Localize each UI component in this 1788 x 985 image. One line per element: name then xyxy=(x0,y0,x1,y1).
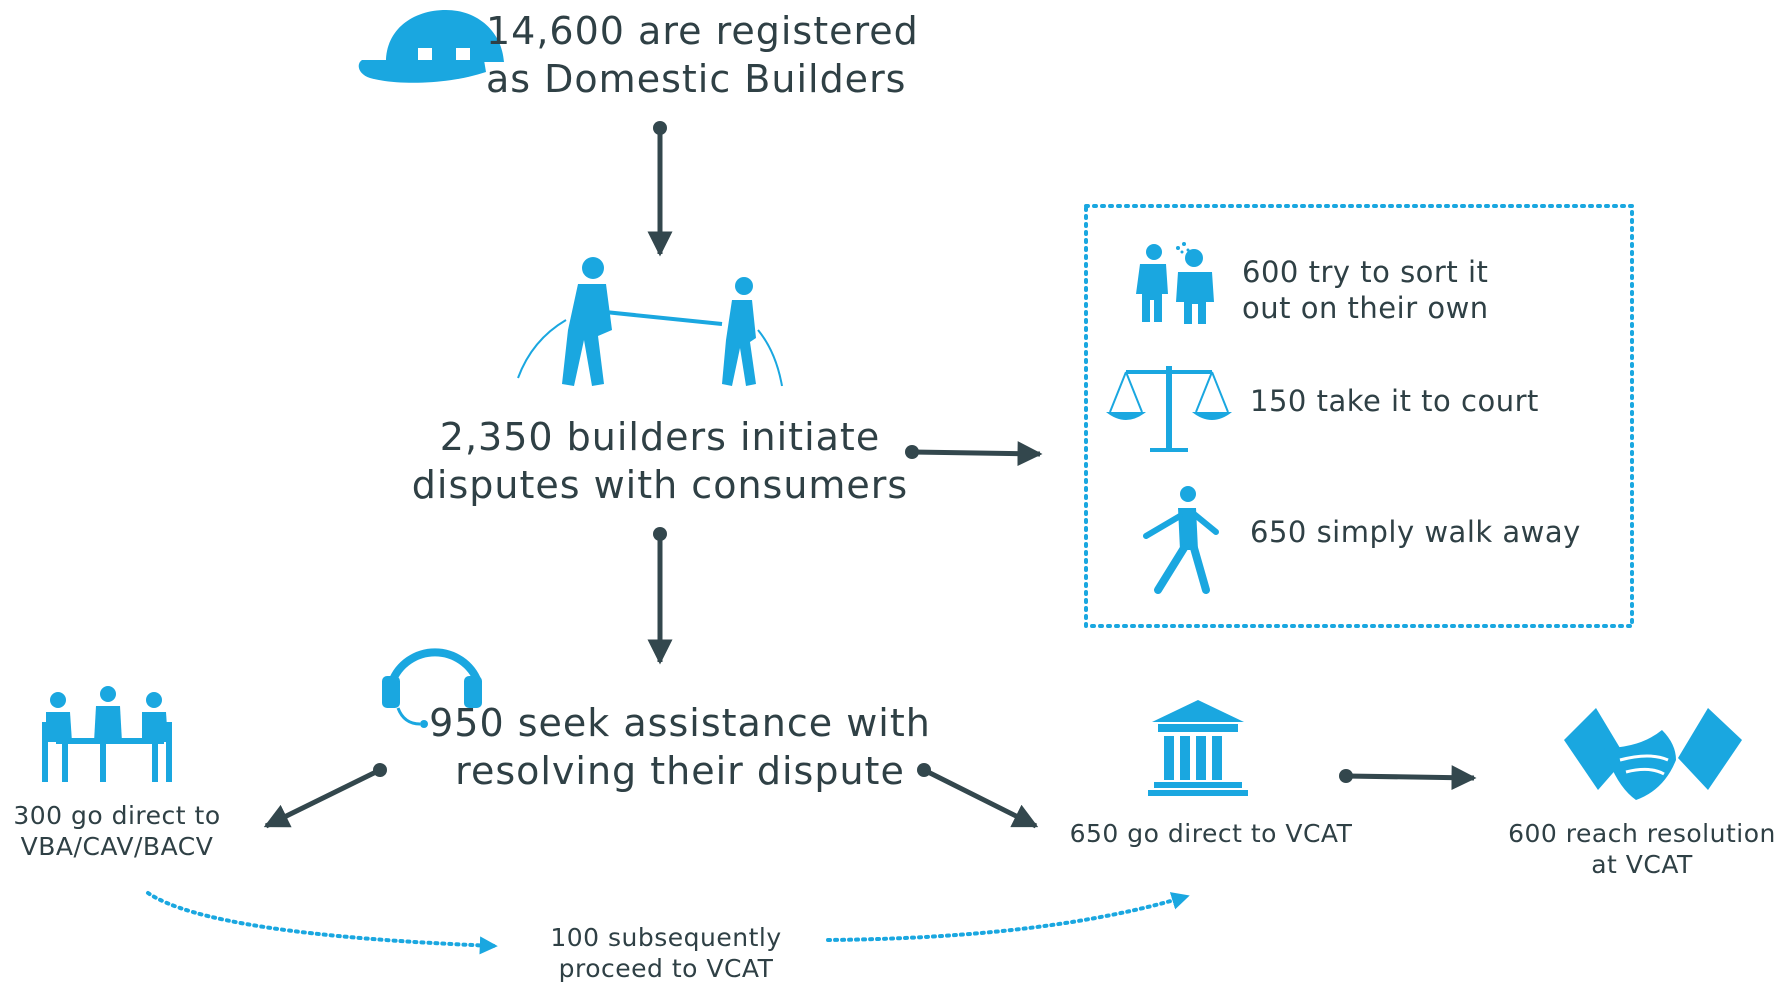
scales-of-justice-icon xyxy=(1106,366,1232,452)
resolution-line1: 600 reach resolution xyxy=(1508,819,1776,848)
arrow-vcat-to-resolution xyxy=(1339,765,1477,791)
arrow-disputes-to-outcomes xyxy=(905,441,1043,467)
agencies-label: 300 go direct to VBA/CAV/BACV xyxy=(0,800,234,863)
outcome-sort-it-out-line1: 600 try to sort it xyxy=(1242,255,1489,289)
subsequent-line2: proceed to VCAT xyxy=(558,954,774,984)
vcat-line1: 650 go direct to VCAT xyxy=(1069,819,1353,848)
two-people-talking-icon xyxy=(1136,242,1214,324)
outcomes-box xyxy=(1084,204,1634,628)
handshake-icon xyxy=(1564,708,1742,800)
outcome-court-label: 150 take it to court xyxy=(1250,383,1610,419)
outcome-walk-away-line1: 650 simply walk away xyxy=(1250,515,1581,549)
outcome-walk-away-label: 650 simply walk away xyxy=(1250,514,1610,550)
assistance-line1: 950 seek assistance with xyxy=(429,701,931,745)
dotted-arrow-agencies-to-subsequent xyxy=(146,891,498,955)
arrow-registered-to-disputes xyxy=(647,121,673,257)
hard-hat-icon xyxy=(358,10,504,83)
headset-icon xyxy=(382,648,482,728)
walking-person-icon xyxy=(1143,486,1219,594)
outcome-sort-it-out-label: 600 try to sort it out on their own xyxy=(1242,254,1602,327)
subsequent-line1: 100 subsequently xyxy=(550,923,782,952)
arrow-assistance-to-agencies xyxy=(263,763,387,829)
assistance-label: 950 seek assistance with resolving their… xyxy=(420,700,940,795)
dotted-arrow-subsequent-to-vcat xyxy=(826,892,1190,942)
resolution-line2: at VCAT xyxy=(1591,850,1693,880)
agencies-line2: VBA/CAV/BACV xyxy=(20,832,214,862)
outcome-sort-it-out-line2: out on their own xyxy=(1242,291,1489,326)
registered-line2: as Domestic Builders xyxy=(486,56,907,101)
meeting-table-icon xyxy=(42,686,172,782)
arrow-disputes-to-assistance xyxy=(647,527,673,665)
disputes-label: 2,350 builders initiate disputes with co… xyxy=(400,414,920,509)
resolution-label: 600 reach resolution at VCAT xyxy=(1496,818,1788,881)
registered-line1: 14,600 are registered xyxy=(486,9,919,53)
disputes-line1: 2,350 builders initiate xyxy=(439,415,881,459)
courthouse-icon xyxy=(1148,700,1248,796)
disputes-line2: disputes with consumers xyxy=(411,462,909,507)
outcome-court-line1: 150 take it to court xyxy=(1250,384,1539,418)
subsequent-label: 100 subsequently proceed to VCAT xyxy=(516,922,816,985)
arrow-assistance-to-vcat xyxy=(917,763,1039,829)
vcat-label: 650 go direct to VCAT xyxy=(1046,818,1376,849)
agencies-line1: 300 go direct to xyxy=(13,801,221,830)
tug-of-war-icon xyxy=(517,257,783,387)
registered-label: 14,600 are registered as Domestic Builde… xyxy=(486,8,919,103)
assistance-line2: resolving their dispute xyxy=(455,748,905,793)
